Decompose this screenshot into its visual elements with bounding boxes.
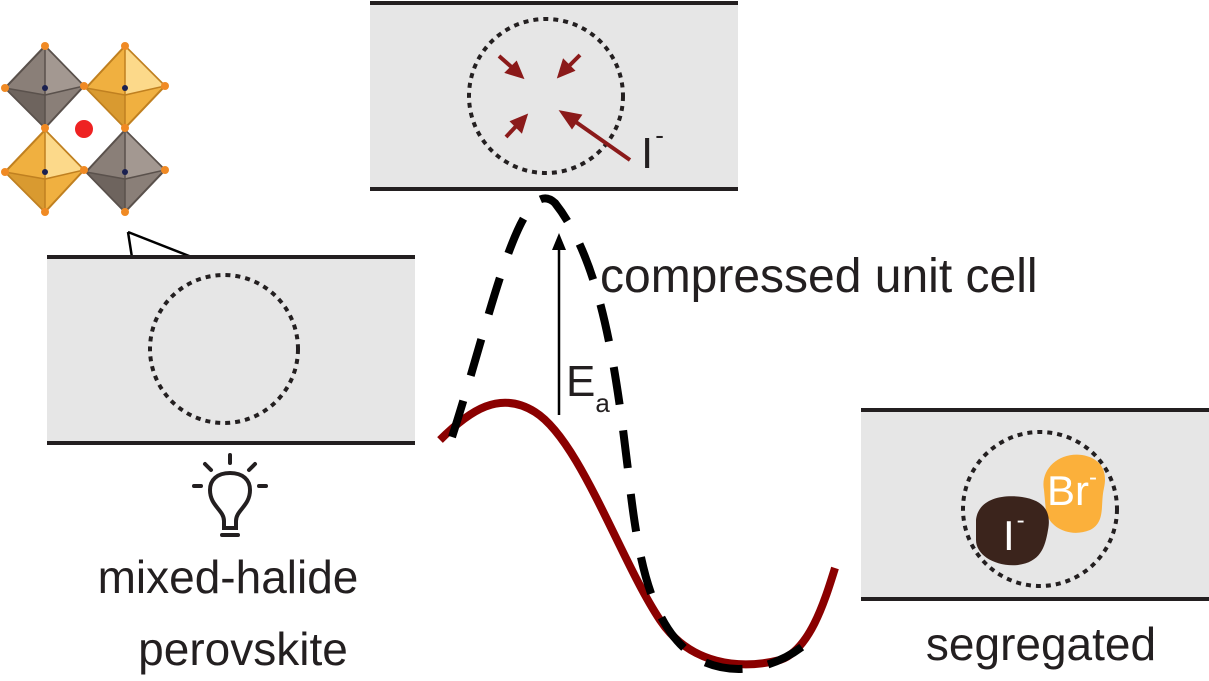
- iodide-arrow-label: I-: [641, 120, 664, 178]
- light-bulb-icon: [192, 453, 268, 537]
- initial-state-label-line1: mixed-halide: [98, 551, 359, 603]
- octahedron-grey-top-left: [2, 44, 86, 130]
- bromide-domain-blob: [1043, 454, 1106, 533]
- a-site-cation: [75, 120, 93, 138]
- compressed-pathway-dashed-curve: [448, 194, 824, 673]
- activation-energy-label: Ea: [566, 357, 610, 418]
- segregated-unit-cell-circle: [961, 430, 1119, 588]
- octahedron-orange-bottom-left: [2, 128, 86, 214]
- bromide-label: Br-: [1047, 464, 1097, 514]
- initial-state-panel: [47, 255, 415, 445]
- halide-vertices: [1, 42, 169, 216]
- iodide-label: I-: [1003, 507, 1025, 559]
- perovskite-octahedra-icon: [1, 42, 169, 216]
- segregated-state-label: segregated: [926, 618, 1156, 670]
- compression-arrows: [497, 53, 632, 162]
- octahedron-grey-bottom-right: [83, 128, 167, 214]
- iodide-domain-blob: [976, 496, 1049, 566]
- transition-state-label: compressed unit cell: [600, 250, 1038, 303]
- initial-state-label-line2: perovskite: [138, 623, 348, 675]
- compressed-unit-cell-circle: [467, 17, 625, 175]
- octahedron-orange-top-right: [83, 44, 167, 130]
- segregated-state-panel: Br- I-: [861, 408, 1209, 601]
- unit-cell-circle: [148, 273, 300, 425]
- activation-energy-arrow: [552, 233, 566, 415]
- transition-state-panel: I-: [370, 1, 738, 191]
- energy-pathway-curve: [437, 398, 839, 669]
